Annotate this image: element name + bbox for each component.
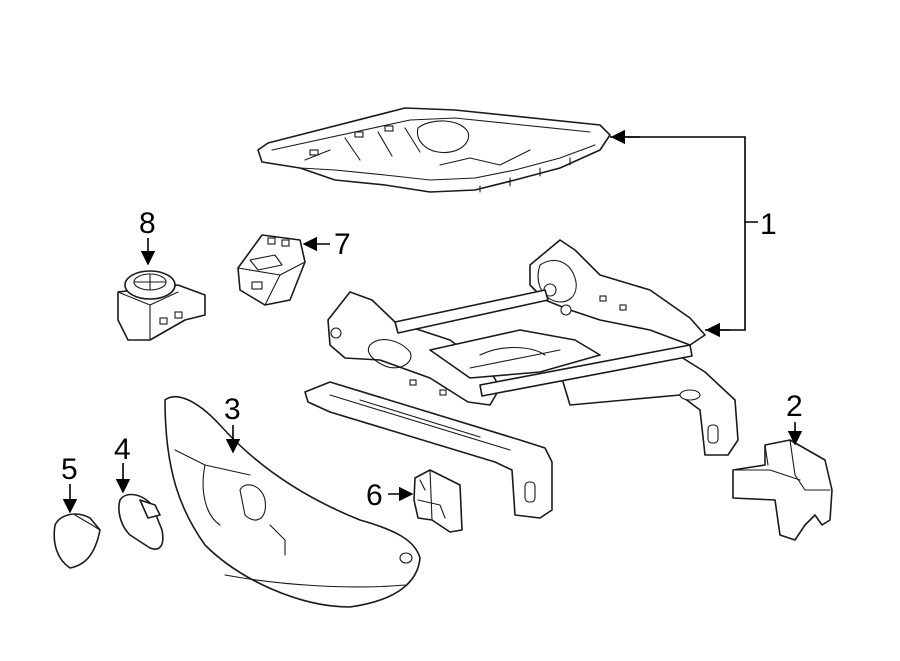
leader-1-bracket bbox=[610, 136, 758, 223]
leader-1-lower bbox=[705, 222, 746, 331]
callout-8: 8 bbox=[139, 207, 156, 240]
callout-2: 2 bbox=[786, 390, 803, 423]
callout-labels: 1 2 3 4 5 6 7 8 bbox=[61, 207, 803, 512]
callout-4: 4 bbox=[114, 433, 131, 466]
adjuster-knob[interactable] bbox=[118, 493, 164, 550]
callout-5: 5 bbox=[61, 453, 78, 486]
callout-1: 1 bbox=[760, 208, 777, 241]
seat-cushion-pan[interactable] bbox=[257, 107, 611, 193]
seat-adjust-switch-knob[interactable] bbox=[117, 270, 206, 341]
seat-switch[interactable] bbox=[237, 234, 306, 306]
leader-lines bbox=[62, 129, 803, 514]
callout-6: 6 bbox=[366, 479, 383, 512]
knob-cap[interactable] bbox=[53, 513, 101, 569]
track-end-cover[interactable] bbox=[732, 439, 833, 541]
seat-frame-track-assembly[interactable] bbox=[304, 239, 739, 519]
callout-3: 3 bbox=[224, 393, 241, 426]
retaining-clip[interactable] bbox=[413, 469, 463, 533]
callout-7: 7 bbox=[334, 228, 351, 261]
